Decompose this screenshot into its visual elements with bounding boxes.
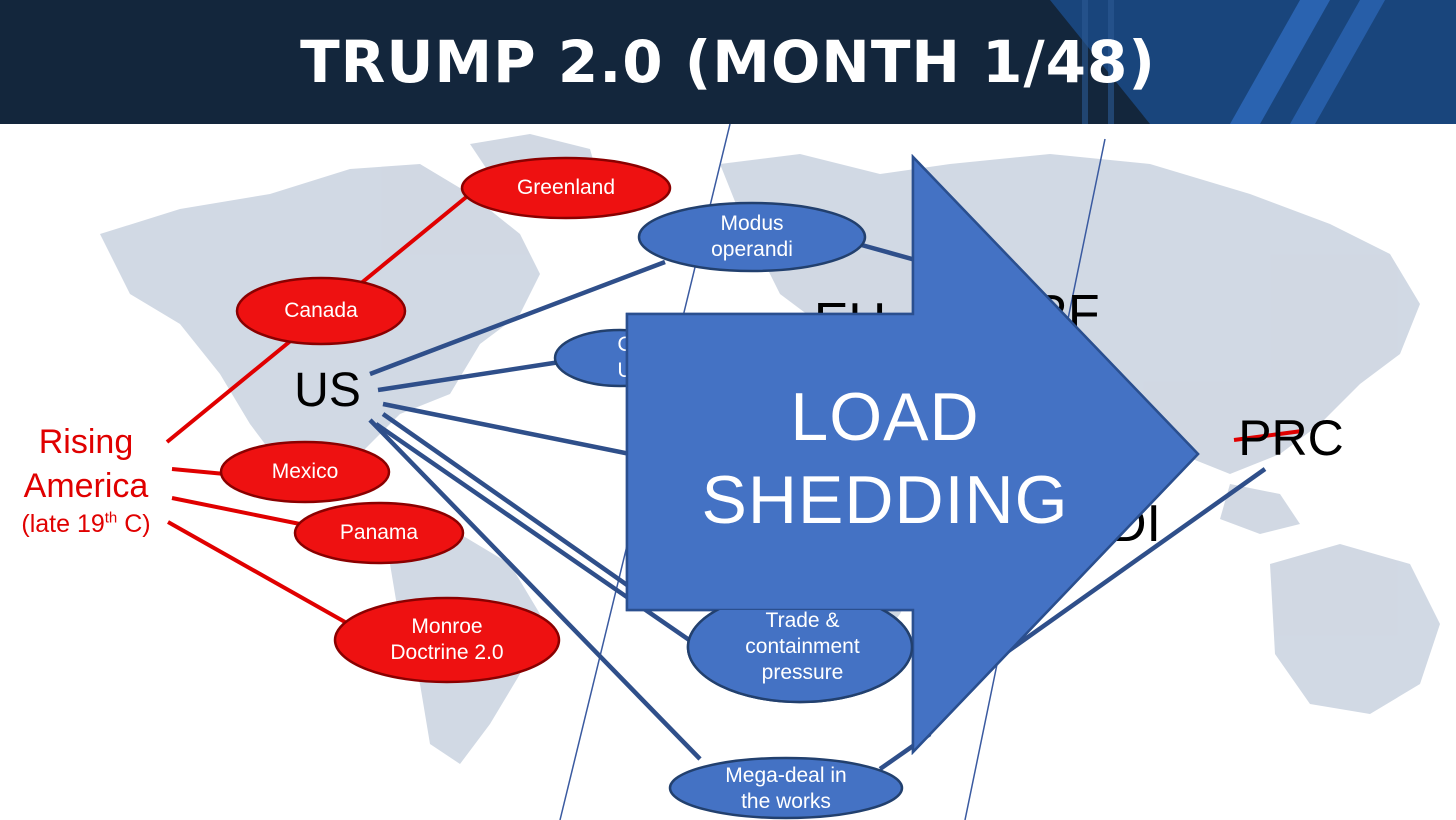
cu-oval-label: C U (617, 332, 633, 382)
us-label: US (294, 363, 361, 417)
rising-line3: (late 19th C) (21, 509, 151, 538)
rising-america-label: Rising America (late 19th C) (0, 420, 172, 540)
di-label: DI (1109, 495, 1161, 553)
mexico-node: Mexico (271, 459, 339, 483)
canada-node: Canada (284, 298, 358, 322)
header-banner: TRUMP 2.0 (MONTH 1/48) (0, 0, 1456, 124)
load-shedding-label: LOAD SHEDDING (701, 379, 1069, 538)
trade-containment-node: Trade & containment pressure (745, 608, 860, 685)
greenland-node: Greenland (516, 175, 616, 199)
diagram-stage: EU RF DI C U Rising America (late 19th C… (0, 124, 1456, 820)
header-decoration (1050, 0, 1456, 124)
prc-strikethrough (1233, 429, 1303, 442)
prc-label: PRC (1238, 410, 1344, 466)
red-ovals (219, 156, 672, 684)
panama-node: Panama (339, 520, 419, 544)
rf-label: RF (1030, 285, 1100, 343)
monroe-doctrine-node: Monroe Doctrine 2.0 (390, 614, 504, 664)
mega-deal-node: Mega-deal in the works (725, 763, 847, 813)
modus-operandi-node: Modus operandi (711, 211, 793, 261)
eu-label: EU (813, 293, 887, 351)
rising-line1: Rising (38, 423, 134, 462)
rising-line2: America (23, 467, 149, 505)
page-title: TRUMP 2.0 (MONTH 1/48) (300, 28, 1156, 96)
